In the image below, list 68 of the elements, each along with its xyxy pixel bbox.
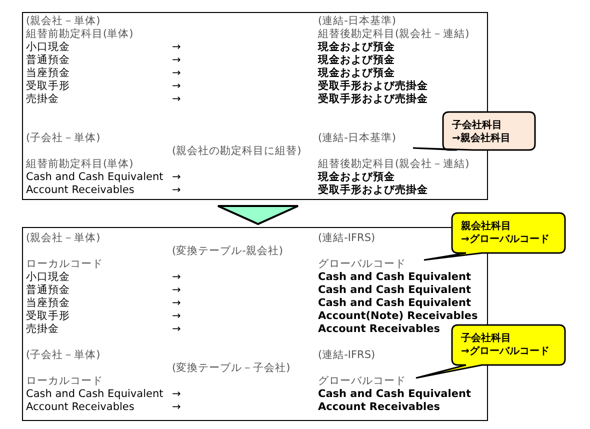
arrow-symbol: → xyxy=(172,54,181,67)
header-text: (親会社の勘定科目に組替) xyxy=(172,145,302,158)
header-text: (親会社－単体) xyxy=(26,15,100,28)
header-text: ローカルコード xyxy=(26,375,103,388)
callout-text: 子会社科目 xyxy=(452,119,502,132)
header-text: (連結-IFRS) xyxy=(318,349,376,362)
header-text: (子会社－単体) xyxy=(26,349,100,362)
account-name: 受取手形および売掛金 xyxy=(318,184,428,197)
arrow-symbol: → xyxy=(172,271,181,284)
arrow-symbol: → xyxy=(172,310,181,323)
account-name: 当座預金 xyxy=(26,67,70,80)
account-name: Account(Note) Receivables xyxy=(318,310,478,323)
account-name: 当座預金 xyxy=(26,297,70,310)
callout-text: 親会社科目 xyxy=(461,220,511,233)
header-text: (変換テーブル－子会社) xyxy=(172,362,290,375)
account-name: 普通預金 xyxy=(26,284,70,297)
account-name: 売掛金 xyxy=(26,93,59,106)
account-name: 現金および預金 xyxy=(318,171,395,184)
account-name: 普通預金 xyxy=(26,54,70,67)
header-text: 組替後勘定科目(親会社－連結) xyxy=(318,158,470,171)
header-text: 組替前勘定科目(単体) xyxy=(26,28,134,41)
callout-text: →親会社科目 xyxy=(452,132,510,145)
account-name: 現金および預金 xyxy=(318,41,395,54)
callout-text: 子会社科目 xyxy=(461,332,511,345)
account-name: Account Receivables xyxy=(26,401,134,414)
header-text: (変換テーブル-親会社) xyxy=(172,245,283,258)
header-text: (親会社－単体) xyxy=(26,232,100,245)
header-text: (連結-日本基準) xyxy=(318,15,396,28)
arrow-symbol: → xyxy=(172,171,181,184)
account-name: Cash and Cash Equivalent xyxy=(26,171,164,184)
arrow-symbol: → xyxy=(172,323,181,336)
account-name: 受取手形および売掛金 xyxy=(318,80,428,93)
account-name: Account Receivables xyxy=(318,401,440,414)
account-name: 受取手形 xyxy=(26,310,70,323)
account-name: 小口現金 xyxy=(26,41,70,54)
account-name: Cash and Cash Equivalent xyxy=(26,388,164,401)
arrow-symbol: → xyxy=(172,184,181,197)
account-name: Cash and Cash Equivalent xyxy=(318,271,471,284)
header-text: グローバルコード xyxy=(318,258,406,271)
header-text: (子会社－単体) xyxy=(26,132,100,145)
account-name: Account Receivables xyxy=(318,323,440,336)
arrow-symbol: → xyxy=(172,401,181,414)
account-name: 受取手形 xyxy=(26,80,70,93)
account-name: 現金および預金 xyxy=(318,54,395,67)
callout-text: →グローバルコード xyxy=(461,345,550,358)
account-name: 小口現金 xyxy=(26,271,70,284)
header-text: (連結-IFRS) xyxy=(318,232,376,245)
header-text: 組替前勘定科目(単体) xyxy=(26,158,134,171)
account-name: 現金および預金 xyxy=(318,67,395,80)
account-name: Cash and Cash Equivalent xyxy=(318,297,471,310)
account-name: Cash and Cash Equivalent xyxy=(318,284,471,297)
account-name: Cash and Cash Equivalent xyxy=(318,388,471,401)
down-arrow xyxy=(217,205,299,226)
arrow-symbol: → xyxy=(172,41,181,54)
account-name: 売掛金 xyxy=(26,323,59,336)
account-name: Account Receivables xyxy=(26,184,134,197)
header-text: 組替後勘定科目(親会社－連結) xyxy=(318,28,470,41)
arrow-symbol: → xyxy=(172,388,181,401)
arrow-symbol: → xyxy=(172,67,181,80)
arrow-symbol: → xyxy=(172,80,181,93)
header-text: ローカルコード xyxy=(26,258,103,271)
arrow-symbol: → xyxy=(172,93,181,106)
header-text: グローバルコード xyxy=(318,375,406,388)
account-name: 受取手形および売掛金 xyxy=(318,93,428,106)
arrow-symbol: → xyxy=(172,284,181,297)
callout-text: →グローバルコード xyxy=(461,233,550,246)
arrow-symbol: → xyxy=(172,297,181,310)
header-text: (連結-日本基準) xyxy=(318,132,396,145)
